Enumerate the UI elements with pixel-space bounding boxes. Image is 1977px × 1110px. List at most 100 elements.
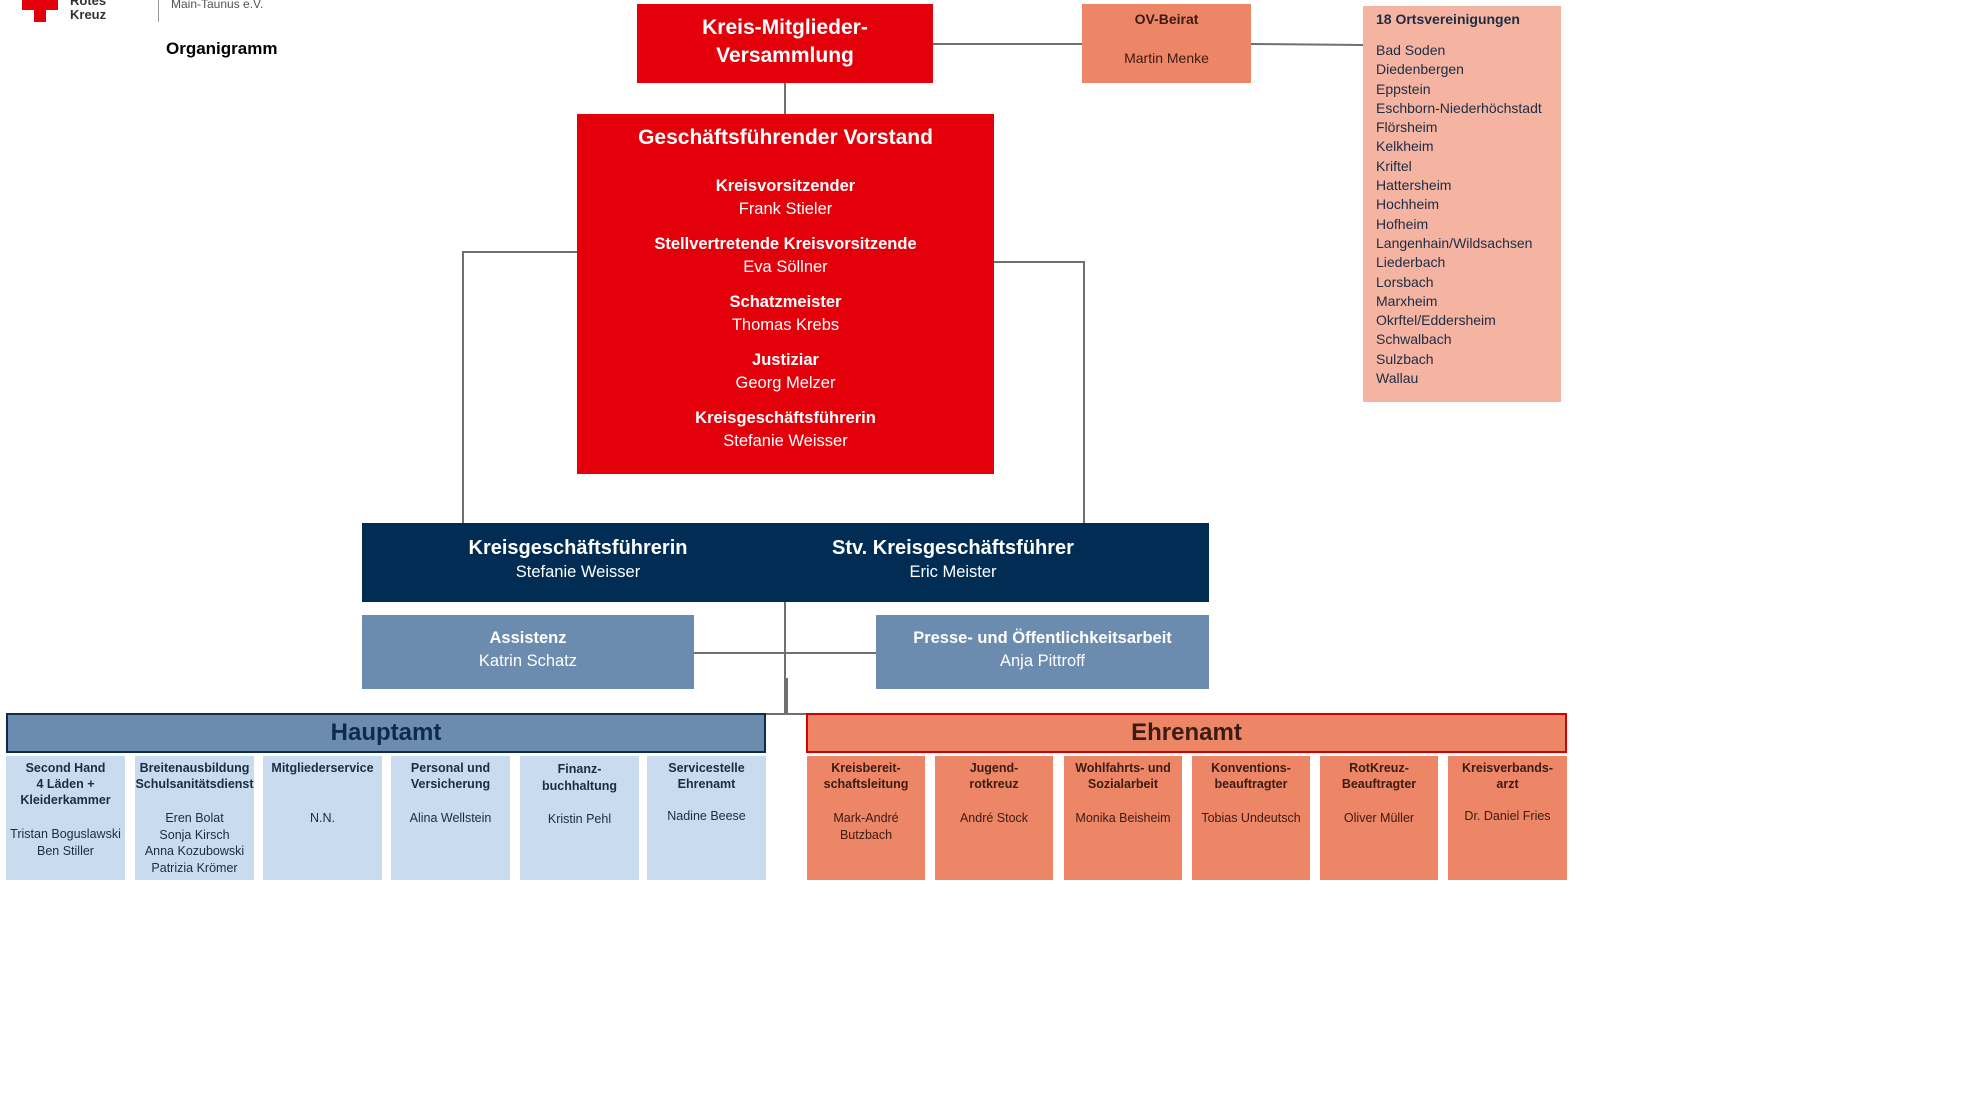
column-person: Butzbach [839,827,893,842]
hauptamt-column: Mitgliederservice N.N. [263,756,382,880]
column-names: Dr. Daniel Fries [1448,808,1567,825]
ortsvereinigungen-title: 18 Ortsvereinigungen [1376,11,1520,27]
column-title-line: Schulsanitätsdienst [135,777,254,791]
ortsverein-item: Flörsheim [1376,119,1438,136]
connector-gf-down [784,602,786,714]
org-name: Main-Taunus e.V. [171,0,264,11]
vorstand-name: Thomas Krebs [731,316,840,334]
column-title-line: Kreisverbands- [1461,761,1553,775]
ortsverein-item: Marxheim [1376,292,1438,309]
connector-vorstand-left-v [462,251,464,523]
hauptamt-column: Second Hand 4 Läden + Kleiderkammer Tris… [6,756,125,880]
gf-left-role: Kreisgeschäftsführerin [468,537,688,559]
kmv-box: Kreis-Mitglieder- Versammlung [637,4,933,83]
ortsvereinigungen-list: Bad Soden Diedenbergen Eppstein Eschborn… [1376,41,1561,388]
hauptamt-header: Hauptamt [6,713,766,753]
column-title: Second Hand 4 Läden + Kleiderkammer [6,760,125,808]
vorstand-name: Eva Söllner [743,258,828,276]
connector-bottom-branch [786,678,788,714]
column-title-line: Ehrenamt [677,777,736,791]
hauptamt-column: Breitenausbildung Schulsanitätsdienst Er… [135,756,254,880]
gf-left: Kreisgeschäftsführerin Stefanie Weisser [362,535,794,583]
column-names: Tristan Boguslawski Ben Stiller [6,826,125,859]
ortsverein-item: Bad Soden [1376,42,1446,58]
ortsvereinigungen-box: 18 Ortsvereinigungen Bad Soden Diedenber… [1363,6,1561,402]
connector-vorstand-left-h [462,251,577,253]
vorstand-title: Geschäftsführender Vorstand [638,126,933,149]
column-names: Tobias Undeutsch [1192,810,1310,827]
column-title-line: Servicestelle [668,761,745,775]
red-cross-logo-icon [22,0,58,22]
column-title-line: Personal und [410,761,491,775]
ehrenamt-title: Ehrenamt [1131,719,1242,746]
column-person: André Stock [959,811,1029,825]
column-title-line: Jugend- [969,761,1019,775]
vorstand-member: Kreisgeschäftsführerin Stefanie Weisser [577,407,994,465]
ortsverein-item: Hofheim [1376,215,1429,232]
column-person: Tristan Boguslawski [10,827,121,841]
ortsverein-item: Sulzbach [1376,350,1434,367]
column-person: Mark-André [833,811,899,825]
vorstand-member: Justiziar Georg Melzer [577,349,994,407]
logo-line-1: Rotes [70,0,107,8]
column-names: Nadine Beese [647,808,766,825]
geschaeftsfuehrung-box: Kreisgeschäftsführerin Stefanie Weisser … [362,523,1209,602]
column-title-line: Kreisbereit- [831,761,901,775]
vorstand-role: Stellvertretende Kreisvorsitzende [654,235,917,253]
column-names: Kristin Pehl [520,811,639,828]
ov-beirat-title: OV-Beirat [1134,11,1199,27]
vorstand-box: Geschäftsführender Vorstand Kreisvorsitz… [577,114,994,474]
logo-divider [158,0,159,22]
gf-right-role: Stv. Kreisgeschäftsführer [832,537,1074,559]
connector-bottom-h [766,713,806,715]
column-names: Alina Wellstein [391,810,510,827]
column-title-line: arzt [1496,777,1519,791]
logo-text: Rotes Kreuz [70,0,106,22]
column-title-line: Breitenausbildung [139,761,250,775]
column-person: Nadine Beese [667,809,746,823]
column-title-line: Finanz- [557,762,602,776]
column-title-line: schaftsleitung [823,777,909,791]
column-title: RotKreuz- Beauftragter [1320,760,1438,792]
ortsverein-item: Langenhain/Wildsachsen [1376,234,1533,251]
vorstand-name: Frank Stieler [738,200,833,218]
ortsverein-item: Hattersheim [1376,177,1452,194]
column-title-line: Mitgliederservice [271,761,374,775]
column-person: Kristin Pehl [547,812,612,826]
column-person: N.N. [310,811,335,825]
column-person: Patrizia Krömer [151,860,238,875]
ortsverein-item: Eschborn-Niederhöchstadt [1376,99,1542,116]
ov-beirat-box: OV-Beirat Martin Menke [1082,4,1251,83]
ehrenamt-column: Konventions- beauftragter Tobias Undeuts… [1192,756,1310,880]
ortsverein-item: Okrftel/Eddersheim [1376,312,1496,329]
hauptamt-title: Hauptamt [330,719,442,746]
column-title: Kreisbereit- schaftsleitung [807,760,925,792]
column-title-line: rotkreuz [969,777,1019,791]
column-names: Oliver Müller [1320,810,1438,827]
column-person: Sonja Kirsch [159,827,230,842]
vorstand-name: Georg Melzer [735,374,836,392]
column-title: Finanz- buchhaltung [520,761,639,795]
ortsverein-item: Schwalbach [1376,331,1452,348]
presse-role: Presse- und Öffentlichkeitsarbeit [913,629,1172,647]
gf-left-name: Stefanie Weisser [515,563,641,581]
column-title: Konventions- beauftragter [1192,760,1310,792]
column-person: Dr. Daniel Fries [1464,809,1551,823]
hauptamt-column: Servicestelle Ehrenamt Nadine Beese [647,756,766,880]
column-person: Anna Kozubowski [144,844,245,858]
column-person: Oliver Müller [1343,811,1415,825]
kmv-line-1: Kreis-Mitglieder- [702,16,868,39]
column-title: Servicestelle Ehrenamt [647,760,766,792]
ehrenamt-column: Kreisbereit- schaftsleitung Mark-André B… [807,756,925,880]
vorstand-member: Stellvertretende Kreisvorsitzende Eva Sö… [577,233,994,291]
column-person: Alina Wellstein [409,811,492,825]
logo-line-2: Kreuz [70,7,107,22]
ehrenamt-column: Kreisverbands- arzt Dr. Daniel Fries [1448,756,1567,880]
vorstand-member: Kreisvorsitzender Frank Stieler [577,175,994,233]
ortsverein-item: Wallau [1376,370,1419,387]
ehrenamt-column: Wohlfahrts- und Sozialarbeit Monika Beis… [1064,756,1182,880]
column-person: Ben Stiller [37,843,94,858]
column-names: Monika Beisheim [1064,810,1182,827]
kmv-line-2: Versammlung [716,44,854,67]
connector-kmv-beirat [933,43,1083,45]
